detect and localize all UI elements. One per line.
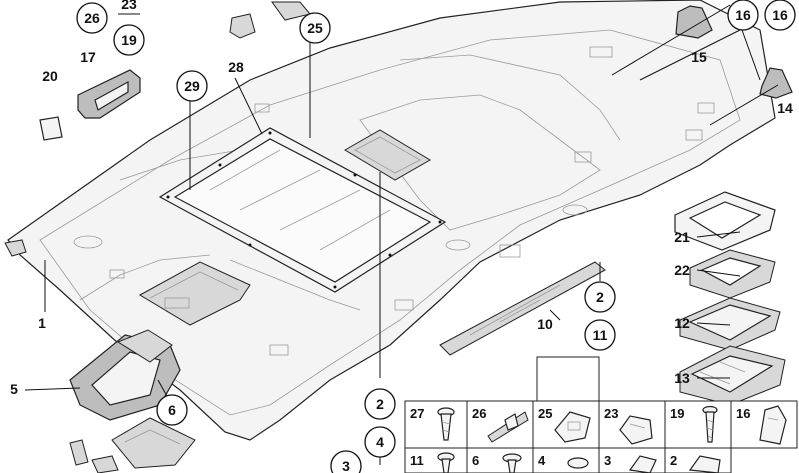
label-2-b: 2 — [584, 281, 616, 313]
grid-part-16-clip — [759, 405, 787, 445]
label-22: 22 — [674, 262, 690, 278]
grid-part-19-screw — [702, 405, 718, 443]
svg-text:11: 11 — [593, 327, 608, 343]
svg-text:25: 25 — [307, 20, 323, 36]
svg-text:29: 29 — [184, 78, 200, 94]
trim-strip-part-10[interactable] — [439, 261, 606, 356]
handle-part-17[interactable] — [77, 69, 141, 119]
label-17: 17 — [80, 49, 96, 65]
cover-part-20[interactable] — [39, 116, 63, 141]
svg-text:2: 2 — [596, 289, 604, 305]
light-part-bottom-2 — [91, 455, 119, 473]
label-2-a: 2 — [364, 388, 396, 420]
label-16-b: 16 — [764, 0, 796, 31]
svg-text:16: 16 — [772, 7, 788, 23]
label-1: 1 — [38, 315, 46, 331]
grid-part-27-screw — [437, 407, 455, 441]
console-part-bottom — [111, 417, 196, 469]
grid-part-6-screw — [502, 453, 522, 473]
label-3-a: 3 — [330, 450, 362, 473]
svg-text:19: 19 — [121, 32, 137, 48]
label-29: 29 — [176, 70, 208, 102]
label-19-top: 19 — [113, 24, 145, 56]
grid-part-3-clip — [628, 455, 657, 473]
label-4-a: 4 — [364, 426, 396, 458]
lamp-frame-part-22[interactable] — [689, 249, 776, 299]
sunroof-frame[interactable] — [158, 127, 447, 293]
label-13: 13 — [674, 370, 690, 386]
light-part-bottom-1 — [69, 439, 89, 466]
grid-part-2-clip — [688, 455, 721, 473]
svg-text:3: 3 — [342, 458, 350, 473]
grid-label-3: 3 — [604, 453, 611, 468]
grid-label-19: 19 — [670, 406, 684, 421]
label-28: 28 — [228, 59, 244, 75]
grid-label-25: 25 — [538, 406, 552, 421]
label-15: 15 — [691, 49, 707, 65]
leader-lines — [24, 4, 779, 465]
label-16-a: 16 — [727, 0, 759, 31]
grid-label-6: 6 — [472, 453, 479, 468]
label-26-top: 26 — [76, 2, 108, 34]
label-14: 14 — [777, 100, 793, 116]
grid-part-11-screw — [437, 452, 455, 473]
clip-top-left-1 — [229, 13, 256, 39]
svg-text:23: 23 — [121, 0, 137, 12]
clip-part-15[interactable] — [675, 5, 713, 39]
lamp-housing-part-12[interactable] — [679, 297, 781, 351]
grid-label-2: 2 — [670, 453, 677, 468]
lamp-seal-part-21[interactable] — [674, 191, 776, 251]
svg-text:2: 2 — [376, 396, 384, 412]
label-5: 5 — [10, 381, 18, 397]
svg-text:4: 4 — [376, 434, 384, 450]
grid-part-4-nut — [567, 457, 589, 469]
headliner-console-bracket — [138, 261, 251, 326]
svg-text:6: 6 — [168, 402, 176, 418]
console-part-5[interactable] — [69, 329, 181, 421]
grid-label-16: 16 — [736, 406, 750, 421]
svg-text:26: 26 — [84, 10, 100, 26]
grid-label-27: 27 — [410, 406, 424, 421]
label-11-a: 11 — [584, 319, 616, 351]
label-23-top: 23 — [118, 0, 140, 15]
grid-label-23: 23 — [604, 406, 618, 421]
grid-part-23-clip — [619, 415, 653, 445]
svg-text:16: 16 — [735, 7, 751, 23]
lamp-lens-part-13[interactable] — [679, 345, 786, 406]
label-6: 6 — [156, 394, 188, 426]
label-25: 25 — [299, 12, 331, 44]
label-10: 10 — [537, 316, 553, 332]
small-parts-grid — [404, 356, 798, 473]
sunroof-motor-opening — [344, 129, 431, 181]
grid-part-25-clip — [554, 411, 591, 443]
grid-part-26-bracket — [487, 411, 529, 443]
grid-label-26: 26 — [472, 406, 486, 421]
grid-label-4: 4 — [538, 453, 546, 468]
grid-label-11: 11 — [410, 453, 424, 468]
label-20: 20 — [42, 68, 58, 84]
label-21: 21 — [674, 229, 690, 245]
label-12: 12 — [674, 315, 690, 331]
